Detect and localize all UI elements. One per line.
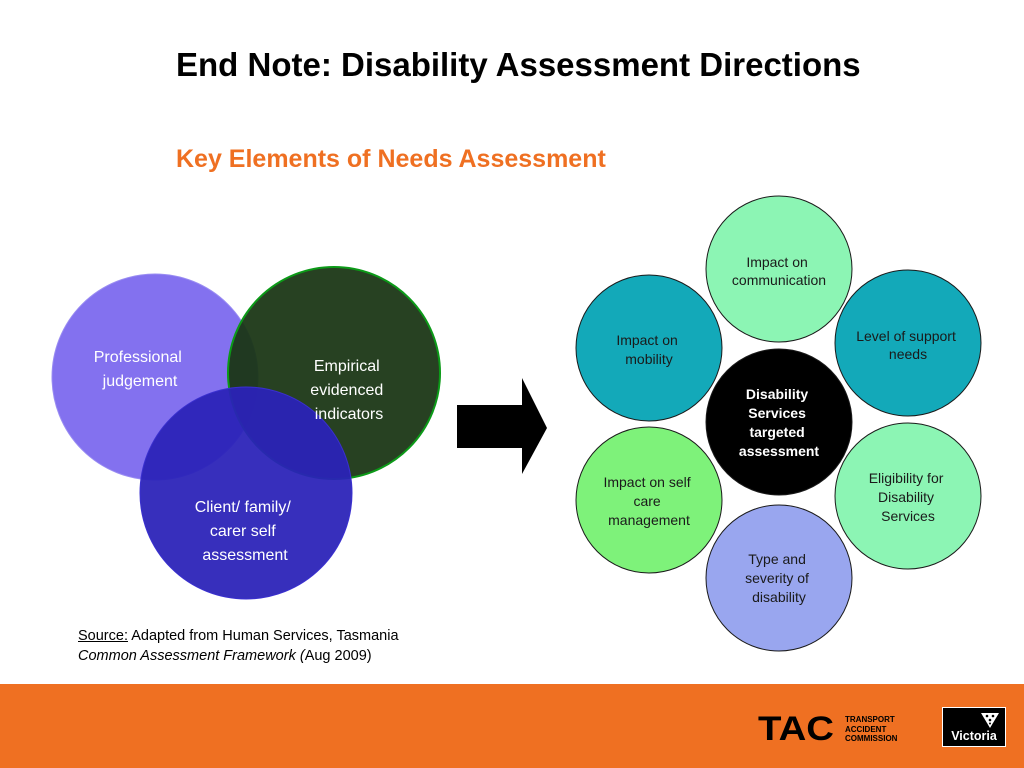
venn-label-line: evidenced — [310, 382, 383, 399]
wheel-label-line: Eligibility for — [869, 470, 944, 486]
venn-label-line: Client/ family/ — [195, 499, 292, 516]
venn-label-line: indicators — [315, 406, 383, 423]
venn-label-professional-judgement: Professional judgement — [94, 349, 187, 390]
tac-line: TRANSPORT — [845, 715, 895, 724]
wheel-node-mobility — [575, 274, 723, 422]
wheel-label-line: Level of support — [856, 328, 956, 344]
wheel-label-line: Services — [881, 508, 935, 524]
wheel-center-label: Disability Services targeted assessment — [739, 386, 820, 459]
wheel-center-line: Disability — [746, 386, 808, 402]
source-label: Source: — [78, 628, 128, 644]
wheel-node-communication — [705, 195, 853, 343]
venn-label-line: Professional — [94, 349, 182, 366]
wheel-center-line: assessment — [739, 443, 820, 459]
venn-label-line: Empirical — [314, 358, 380, 375]
wheel-node-self-care — [575, 426, 723, 574]
wheel-center-line: targeted — [749, 424, 804, 440]
wheel-label-line: needs — [889, 346, 927, 362]
source-publication: Common Assessment Framework ( — [78, 648, 305, 664]
source-line-2: Common Assessment Framework (Aug 2009) — [78, 646, 399, 666]
wheel-label-line: Type and — [748, 551, 806, 567]
wheel-label-line: communication — [732, 272, 826, 288]
victoria-logo: Victoria — [942, 707, 1006, 747]
wheel-center — [705, 348, 853, 496]
source-citation: Source: Adapted from Human Services, Tas… — [78, 626, 399, 666]
footer-bar — [0, 684, 1024, 768]
tac-logo-text: TAC — [758, 710, 834, 746]
venn-label-line: carer self — [210, 523, 276, 540]
wheel-node-severity — [705, 504, 853, 652]
venn-label-empirical-indicators: Empirical evidenced indicators — [310, 358, 387, 423]
source-date: Aug 2009) — [304, 648, 372, 664]
wheel-label-mobility: Impact on mobility — [616, 332, 681, 367]
wheel-label-line: Disability — [878, 489, 934, 505]
right-arrow-icon — [457, 378, 547, 474]
slide-title: End Note: Disability Assessment Directio… — [176, 46, 861, 83]
diagram-canvas: Professional judgement Empirical evidenc… — [51, 195, 982, 652]
tac-line: COMMISSION — [845, 734, 898, 743]
wheel-label-line: severity of — [745, 570, 809, 586]
wheel-label-eligibility: Eligibility for Disability Services — [869, 470, 948, 524]
wheel-label-communication: Impact on communication — [732, 254, 826, 288]
wheel-label-line: management — [608, 512, 690, 528]
wheel-center-line: Services — [748, 405, 806, 421]
wheel-label-support-needs: Level of support needs — [856, 328, 960, 362]
tac-line: ACCIDENT — [845, 724, 887, 734]
venn-diagram: Professional judgement Empirical evidenc… — [51, 266, 441, 600]
source-line-1: Source: Adapted from Human Services, Tas… — [78, 626, 399, 646]
victoria-logo-text: Victoria — [951, 729, 997, 743]
wheel-node-eligibility — [834, 422, 982, 570]
wheel-label-line: care — [633, 493, 660, 509]
tac-logo: TAC — [758, 710, 834, 746]
venn-label-line: judgement — [102, 373, 178, 390]
slide-subtitle: Key Elements of Needs Assessment — [176, 145, 606, 173]
wheel-node-support-needs — [834, 269, 982, 417]
wheel-label-line: Impact on self — [603, 474, 690, 490]
wheel-label-severity: Type and severity of disability — [745, 551, 813, 605]
wheel-label-line: disability — [752, 589, 806, 605]
source-text: Adapted from Human Services, Tasmania — [127, 628, 399, 644]
venn-label-client-family: Client/ family/ carer self assessment — [195, 499, 295, 564]
wheel-label-line: Impact on — [616, 332, 677, 348]
victoria-triangle-icon — [981, 713, 999, 728]
venn-circle-client-family — [139, 386, 353, 600]
wheel-label-line: Impact on — [746, 254, 807, 270]
wheel-label-line: mobility — [625, 351, 672, 367]
wheel-label-self-care: Impact on self care management — [603, 474, 694, 528]
venn-label-line: assessment — [202, 547, 288, 564]
tac-commission-name: TRANSPORT ACCIDENT COMMISSION — [845, 715, 897, 744]
assessment-wheel: Impact on communication Level of support… — [575, 195, 982, 652]
